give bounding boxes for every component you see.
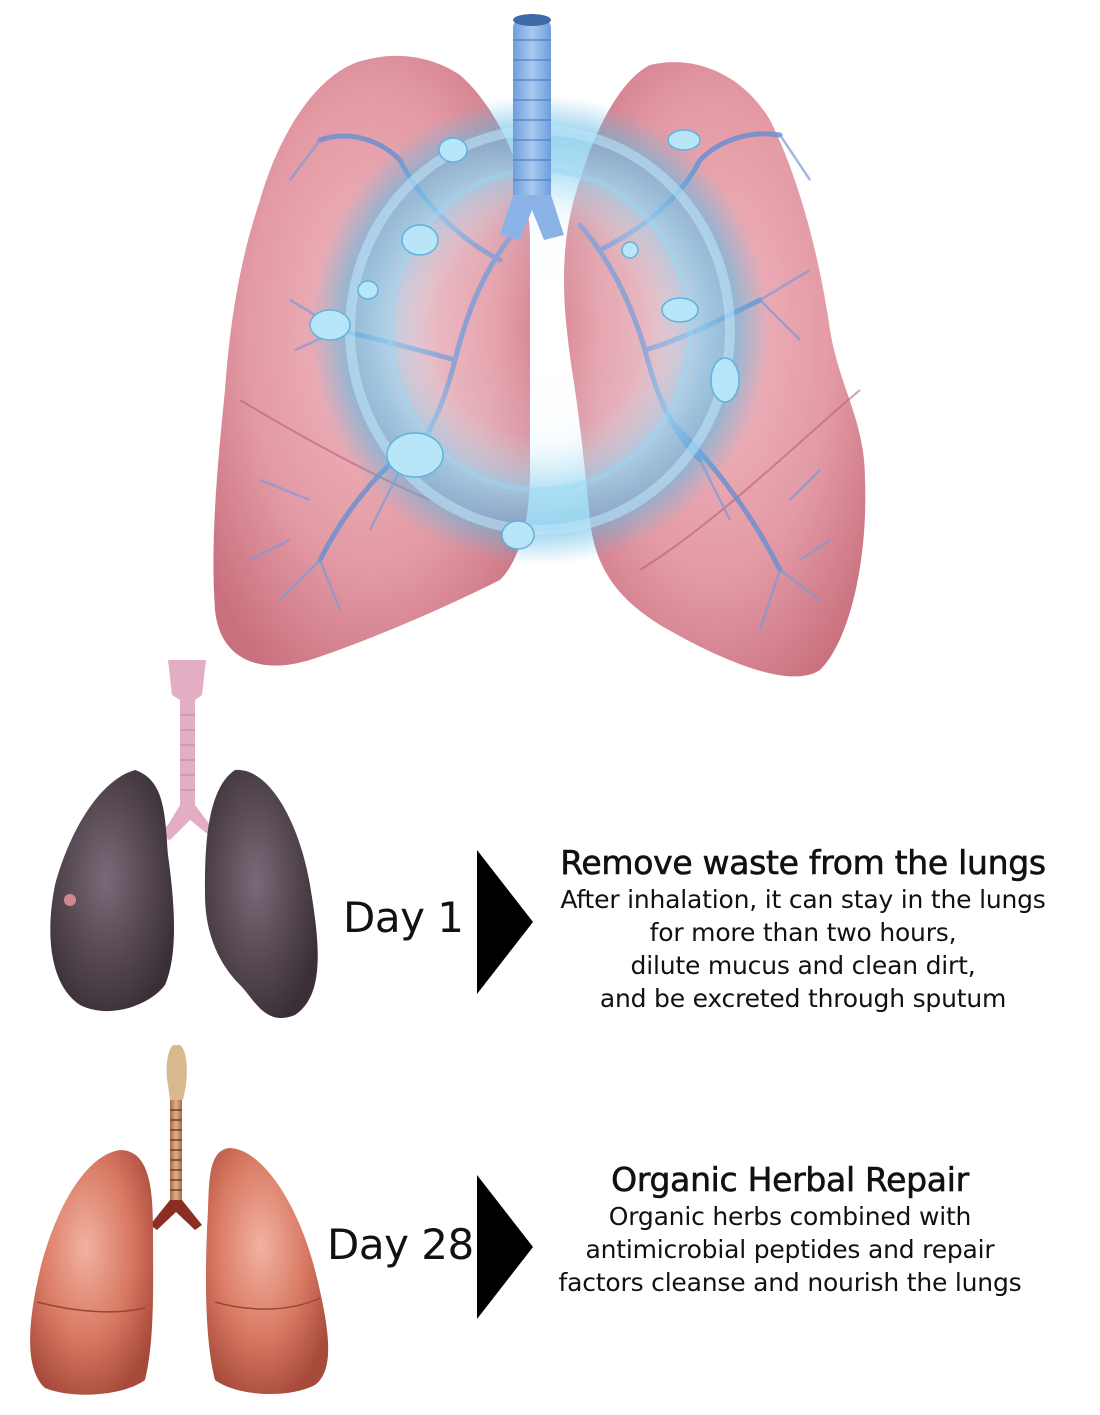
dark-lungs-image [40, 655, 340, 1030]
step-2-title: Organic Herbal Repair [611, 1160, 970, 1200]
hero-lungs-illustration [200, 0, 880, 690]
step-1-line: After inhalation, it can stay in the lun… [560, 885, 1046, 914]
day-28-label: Day 28 [327, 1220, 474, 1269]
step-2-line: factors cleanse and nourish the lungs [558, 1268, 1022, 1297]
day-1-label: Day 1 [343, 893, 464, 942]
step-1-line: and be excreted through sputum [599, 984, 1007, 1013]
arrow-right-icon [477, 1175, 533, 1319]
step-1-title: Remove waste from the lungs [560, 843, 1046, 883]
step-2-line: antimicrobial peptides and repair [585, 1235, 995, 1264]
step-2-line: Organic herbs combined with [608, 1202, 972, 1231]
healthy-lungs-image [15, 1040, 345, 1405]
step-1-line: for more than two hours, [649, 918, 957, 947]
arrow-right-icon [477, 850, 533, 994]
step-1-description: Remove waste from the lungs After inhala… [538, 843, 1068, 1015]
step-1-line: dilute mucus and clean dirt, [630, 951, 976, 980]
step-2-description: Organic Herbal Repair Organic herbs comb… [530, 1160, 1050, 1299]
